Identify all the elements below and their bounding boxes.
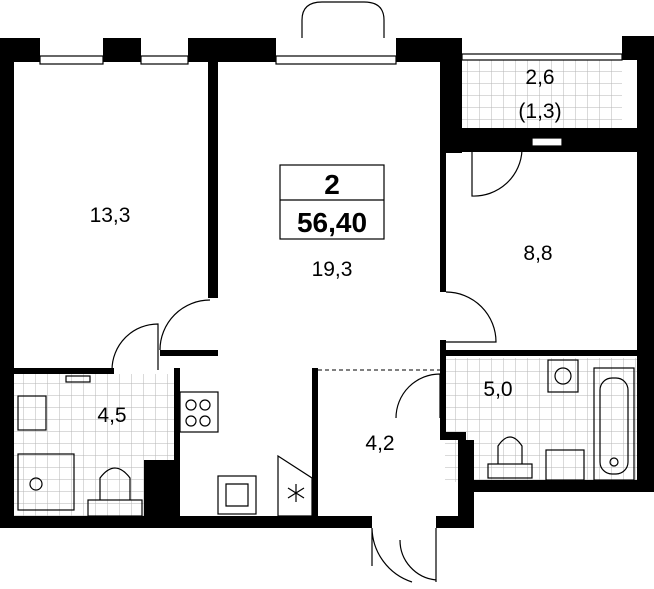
summary-box: 2 56,40 [279,164,385,240]
snowflake-icon [287,484,305,502]
room-hall-area: 4,2 [365,432,394,455]
room-bedroom-area: 13,3 [90,204,131,227]
sink-icon [217,475,257,515]
sink-icon [17,395,47,431]
room-balcony-area: 2,6 [525,66,554,89]
kitchen [179,391,313,517]
room-second-area: 8,8 [523,242,552,265]
bathtub-icon [593,367,635,481]
windows [39,1,623,147]
bathroom-floor [445,358,637,482]
room-balcony-reduced-area: (1,3) [518,100,561,123]
toilet-icon [87,467,143,517]
shower-icon [17,453,75,511]
room-bathroom-area: 5,0 [483,378,512,401]
room-wc-area: 4,5 [97,404,126,427]
doors [111,149,523,583]
interior-walls [14,62,637,518]
toilet-icon [487,436,533,479]
washing-machine-icon [547,359,579,393]
room-living-area: 19,3 [312,258,353,281]
sink-icon [545,449,585,481]
rooms-count: 2 [324,169,340,200]
balcony-floor [462,60,622,130]
wc-fixtures [17,375,143,517]
bathroom-fixtures [487,359,635,481]
total-area: 56,40 [297,207,367,238]
